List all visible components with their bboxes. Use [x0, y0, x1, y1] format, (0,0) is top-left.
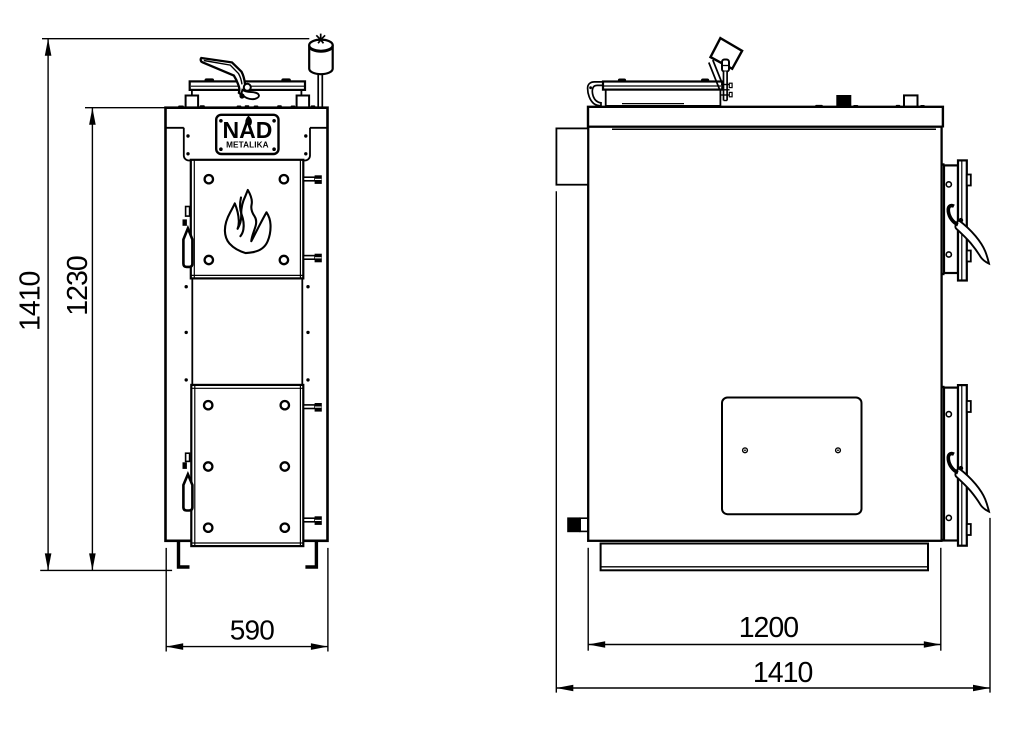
svg-text:1410: 1410	[14, 271, 46, 331]
svg-text:1230: 1230	[62, 256, 94, 316]
svg-text:1200: 1200	[739, 612, 799, 644]
svg-text:590: 590	[230, 614, 275, 645]
svg-text:NAD: NAD	[222, 117, 272, 143]
svg-text:METALIKA: METALIKA	[226, 141, 269, 150]
svg-text:1410: 1410	[753, 657, 813, 689]
